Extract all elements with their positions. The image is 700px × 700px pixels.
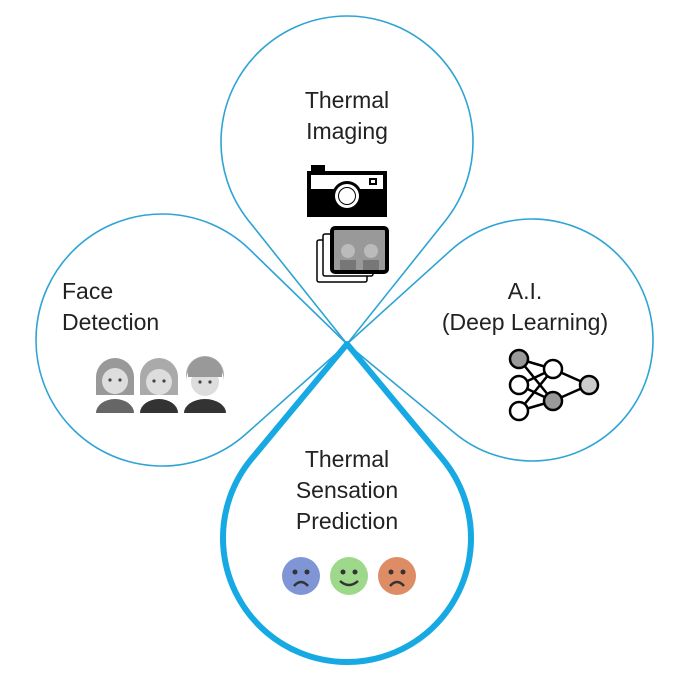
neural-network-icon [508, 348, 600, 422]
label-line: Thermal [304, 87, 390, 113]
label-thermal-imaging: Thermal Imaging [247, 85, 447, 147]
label-line: Sensation [295, 477, 399, 503]
cold-face-icon [282, 557, 320, 595]
camera-icon [307, 165, 387, 217]
faces-icon [96, 356, 226, 413]
label-ai: A.I. (Deep Learning) [420, 276, 630, 338]
label-line: Prediction [295, 508, 399, 534]
photo-stack-icon [316, 226, 389, 283]
label-line: Face [62, 278, 114, 304]
label-thermal-sensation-prediction: Thermal Sensation Prediction [247, 444, 447, 537]
label-line: (Deep Learning) [441, 309, 609, 335]
label-face-detection: Face Detection [62, 276, 222, 338]
hot-face-icon [378, 557, 416, 595]
label-line: Thermal [304, 446, 390, 472]
emotion-faces-icon [282, 557, 416, 595]
neutral-face-icon [330, 557, 368, 595]
petal-ai [346, 218, 654, 462]
label-line: Detection [62, 309, 160, 335]
label-line: Imaging [306, 118, 388, 144]
label-line: A.I. [507, 278, 543, 304]
